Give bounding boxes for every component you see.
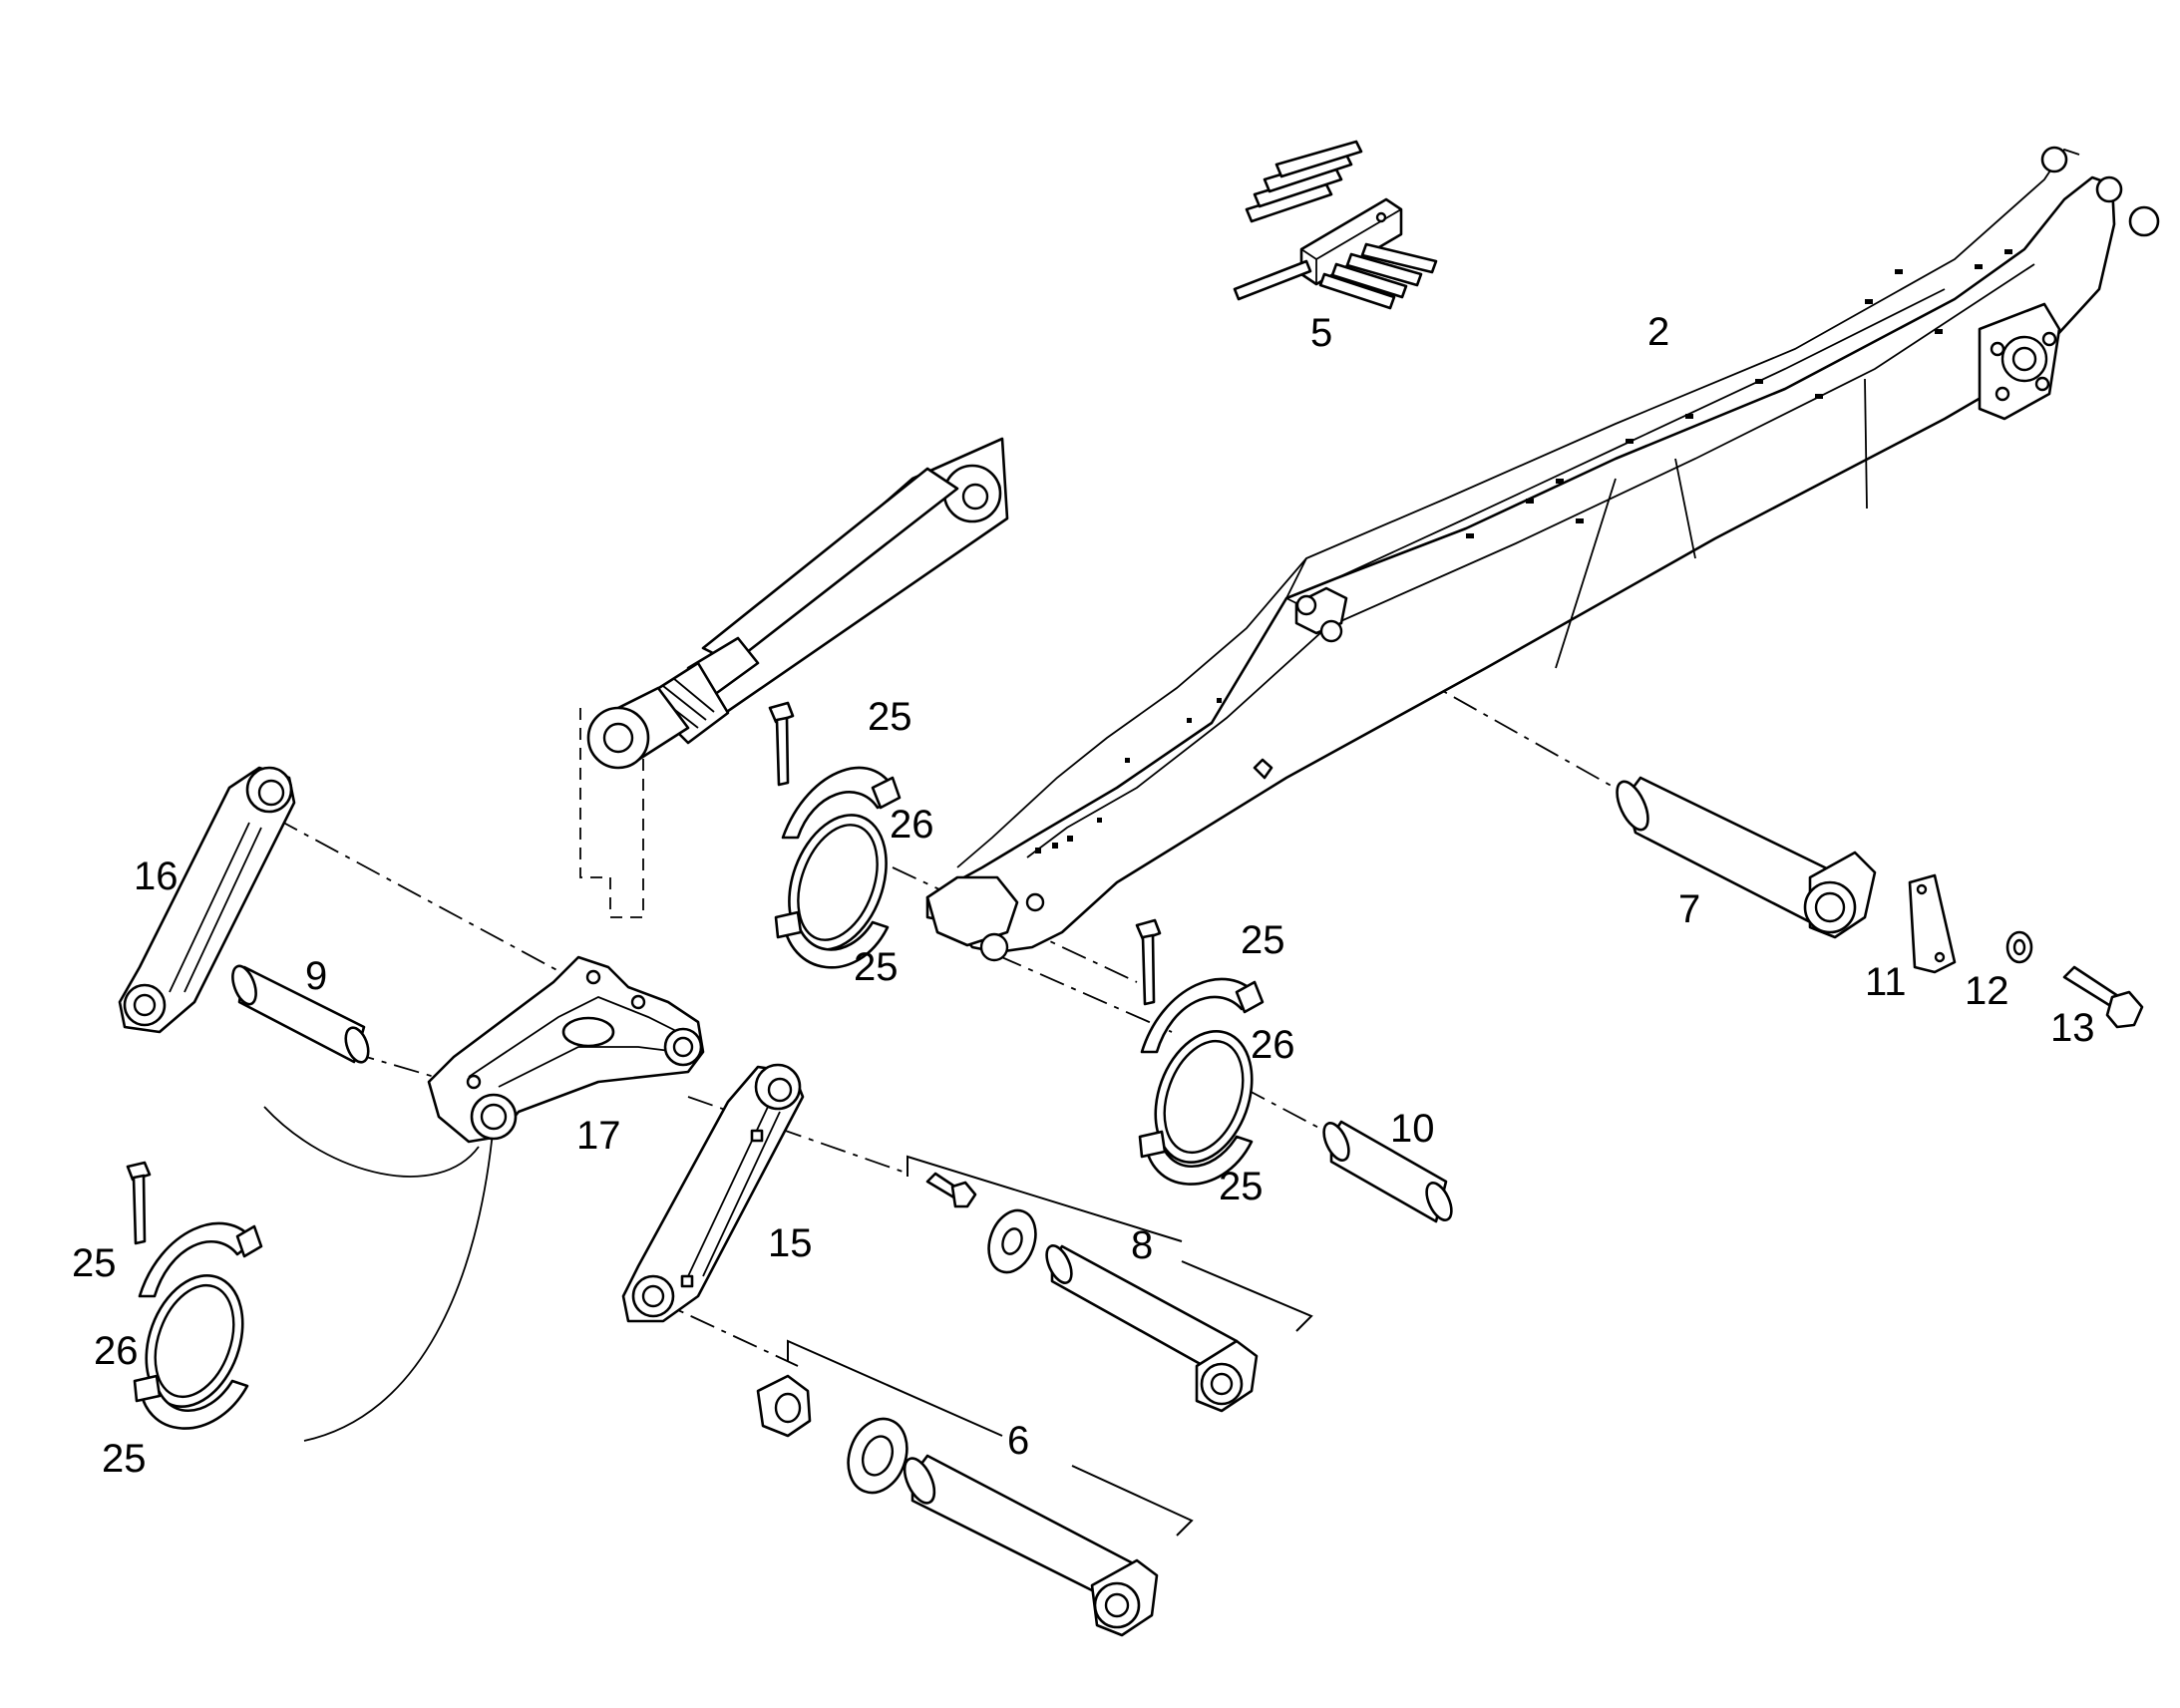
boom-rivet-dots — [1035, 249, 2012, 854]
callout-7: 7 — [1678, 887, 1700, 931]
callout-12: 12 — [1965, 969, 2009, 1013]
callout-9: 9 — [305, 954, 327, 998]
callout-8: 8 — [1131, 1223, 1153, 1267]
boom-part-2 — [925, 146, 2160, 962]
callout-2: 2 — [1647, 310, 1669, 354]
valve-block-part-5 — [1233, 140, 1438, 310]
link-part-15 — [621, 1063, 805, 1323]
pin-part-10 — [1322, 1120, 1453, 1223]
clamp-set-c — [126, 1161, 263, 1430]
callout-11: 11 — [1865, 960, 1907, 1004]
callout-25-f: 25 — [102, 1437, 147, 1481]
callout-10: 10 — [1390, 1107, 1435, 1151]
pin-assembly-part-6 — [756, 1374, 1159, 1637]
link-part-16 — [118, 766, 296, 1034]
callout-17: 17 — [576, 1114, 621, 1158]
callout-13: 13 — [2050, 1006, 2095, 1050]
plate-part-11 — [1908, 873, 1957, 974]
callout-16: 16 — [134, 854, 179, 898]
callout-25-b: 25 — [854, 945, 899, 989]
callout-labels: 2 5 6 7 8 9 10 11 12 13 15 16 17 25 25 2… — [72, 310, 2095, 1481]
clamp-set-b — [1135, 918, 1265, 1186]
callout-25-c: 25 — [1241, 918, 1285, 962]
callout-6: 6 — [1007, 1419, 1029, 1463]
callout-26-a: 26 — [890, 803, 934, 847]
bolt-part-13 — [2062, 965, 2144, 1029]
pin-part-7 — [1616, 776, 1877, 939]
hydraulic-cylinder — [586, 437, 1009, 770]
callout-26-b: 26 — [1251, 1023, 1295, 1067]
pin-part-9 — [231, 964, 370, 1064]
callout-25-e: 25 — [72, 1241, 117, 1285]
callout-15: 15 — [768, 1221, 813, 1265]
pin-assembly-part-8 — [925, 1172, 1259, 1413]
clamp-set-a — [768, 701, 902, 969]
leader-lines — [263, 627, 1846, 1537]
callout-26-c: 26 — [94, 1329, 139, 1373]
beam-part-17 — [427, 955, 705, 1144]
callout-25-a: 25 — [868, 695, 912, 739]
washer-part-12 — [2005, 930, 2033, 964]
callout-25-d: 25 — [1219, 1165, 1264, 1208]
callout-5: 5 — [1310, 311, 1332, 355]
